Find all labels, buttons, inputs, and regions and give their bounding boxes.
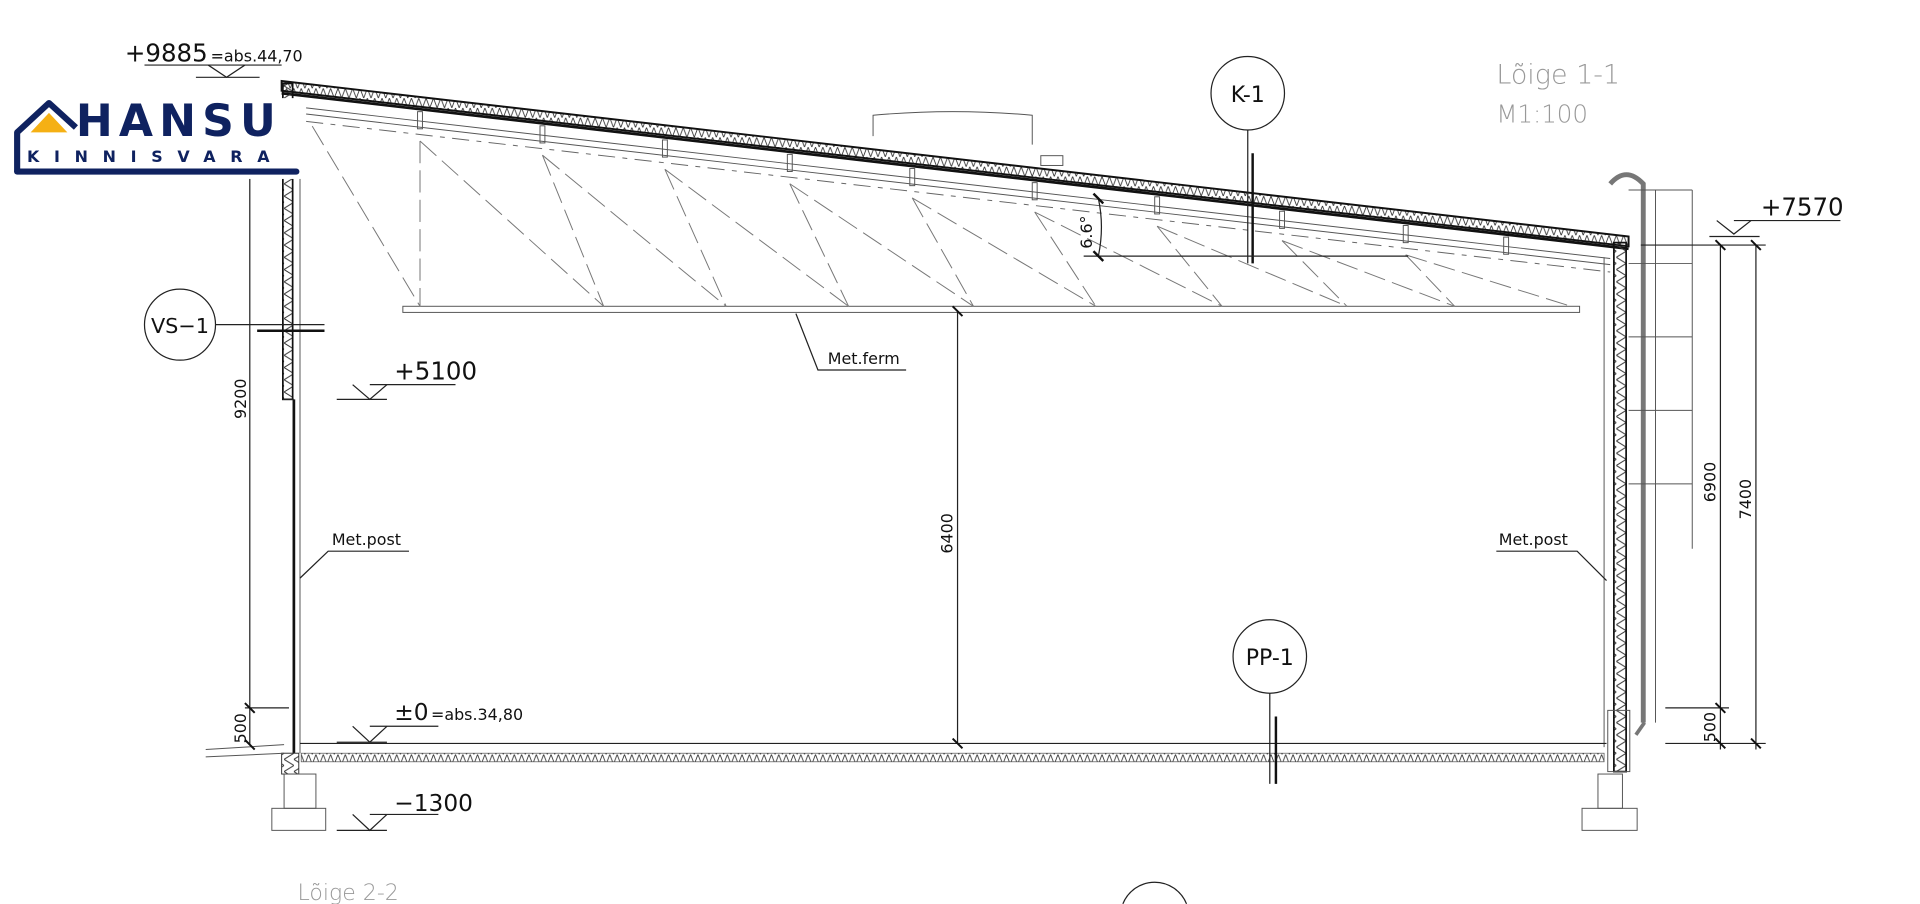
- level-floor-value: ±0: [394, 699, 428, 726]
- level-top-abs: =abs.44,70: [211, 46, 303, 65]
- level-eave-value: +7570: [1761, 193, 1844, 222]
- truss-web: [911, 197, 974, 307]
- purlin: [1402, 225, 1409, 244]
- roof-angle: 6.6°: [1077, 192, 1409, 262]
- level-footing: −1300: [336, 790, 473, 832]
- marker-vs1[interactable]: VS−1: [143, 288, 325, 361]
- dim-left-plinth: 500: [231, 713, 250, 743]
- marker-pp1-label: PP-1: [1246, 646, 1294, 671]
- marker-pp1[interactable]: PP-1: [1232, 619, 1308, 784]
- dim-right-6900: 6900: [1701, 462, 1720, 502]
- left-wall: [205, 82, 301, 775]
- truss-web: [1281, 240, 1455, 307]
- level-eave: +7570: [1709, 193, 1844, 238]
- dim-right-7400: 7400: [1736, 479, 1755, 519]
- truss-web: [789, 183, 850, 307]
- purlin: [1503, 236, 1510, 255]
- level-footing-value: −1300: [394, 790, 473, 817]
- truss-web: [664, 169, 727, 307]
- footing-left: [271, 773, 327, 831]
- roof-angle-text: 6.6°: [1077, 215, 1096, 248]
- truss-web: [664, 168, 849, 307]
- marker-k1[interactable]: K-1: [1210, 55, 1286, 264]
- truss-web: [1034, 211, 1223, 307]
- level-floor-abs: =abs.34,80: [431, 705, 523, 724]
- next-section-title: Lõige 2-2: [298, 881, 399, 904]
- right-wall: [1603, 172, 1646, 773]
- purlin: [909, 168, 916, 187]
- truss-web: [1405, 254, 1456, 307]
- label-post-left-text: Met.post: [332, 530, 401, 549]
- scale-label: M1:100: [1496, 100, 1588, 129]
- level-floor: ±0 =abs.34,80: [336, 699, 523, 744]
- logo-subtitle: KINNISVARA: [27, 147, 284, 166]
- truss-web: [311, 125, 421, 307]
- truss-web: [541, 155, 605, 307]
- truss-web: [1034, 211, 1097, 307]
- label-post-right: Met.post: [1496, 530, 1607, 582]
- dim-left-height: 9200: [231, 378, 250, 418]
- dim-right-plinth: 500: [1701, 712, 1720, 742]
- ladder: [1628, 189, 1693, 723]
- level-mid-value: +5100: [394, 357, 477, 386]
- hansu-logo: HANSU KINNISVARA: [9, 96, 304, 179]
- truss-web: [789, 183, 974, 307]
- footing-right: [1581, 773, 1638, 831]
- label-post-left: Met.post: [299, 530, 409, 579]
- steel-truss: [311, 111, 1581, 313]
- purlin: [539, 125, 546, 144]
- purlin: [1279, 210, 1285, 229]
- label-post-right-text: Met.post: [1499, 530, 1568, 549]
- label-truss: Met.ferm: [795, 313, 907, 371]
- marker-k1-label: K-1: [1231, 83, 1265, 108]
- truss-web: [1156, 225, 1223, 307]
- truss-web: [1281, 240, 1348, 307]
- floor-slab: [300, 742, 1607, 763]
- purlin: [661, 139, 668, 158]
- label-truss-text: Met.ferm: [828, 349, 900, 368]
- truss-web: [542, 154, 727, 307]
- purlin: [786, 153, 793, 172]
- purlin: [1031, 182, 1038, 201]
- marker-vs1-label: VS−1: [151, 314, 209, 338]
- purlin: [417, 111, 423, 130]
- level-mid: +5100: [336, 357, 477, 401]
- purlin: [1154, 196, 1161, 215]
- level-top-value: +9885: [125, 38, 208, 67]
- truss-web: [419, 140, 605, 307]
- logo-brand: HANSU: [76, 96, 282, 147]
- roof-vent: [872, 111, 1064, 166]
- roof: [280, 79, 1630, 273]
- next-section-marker: [1122, 881, 1188, 904]
- level-top: +9885 =abs.44,70: [125, 38, 303, 79]
- dimensions: 9200 500 6400 6900 7400 500: [231, 171, 1766, 751]
- truss-web: [911, 197, 1097, 307]
- truss-web: [1156, 225, 1348, 307]
- dim-inner-height: 6400: [938, 513, 957, 553]
- section-title: Lõige 1-1: [1496, 59, 1620, 90]
